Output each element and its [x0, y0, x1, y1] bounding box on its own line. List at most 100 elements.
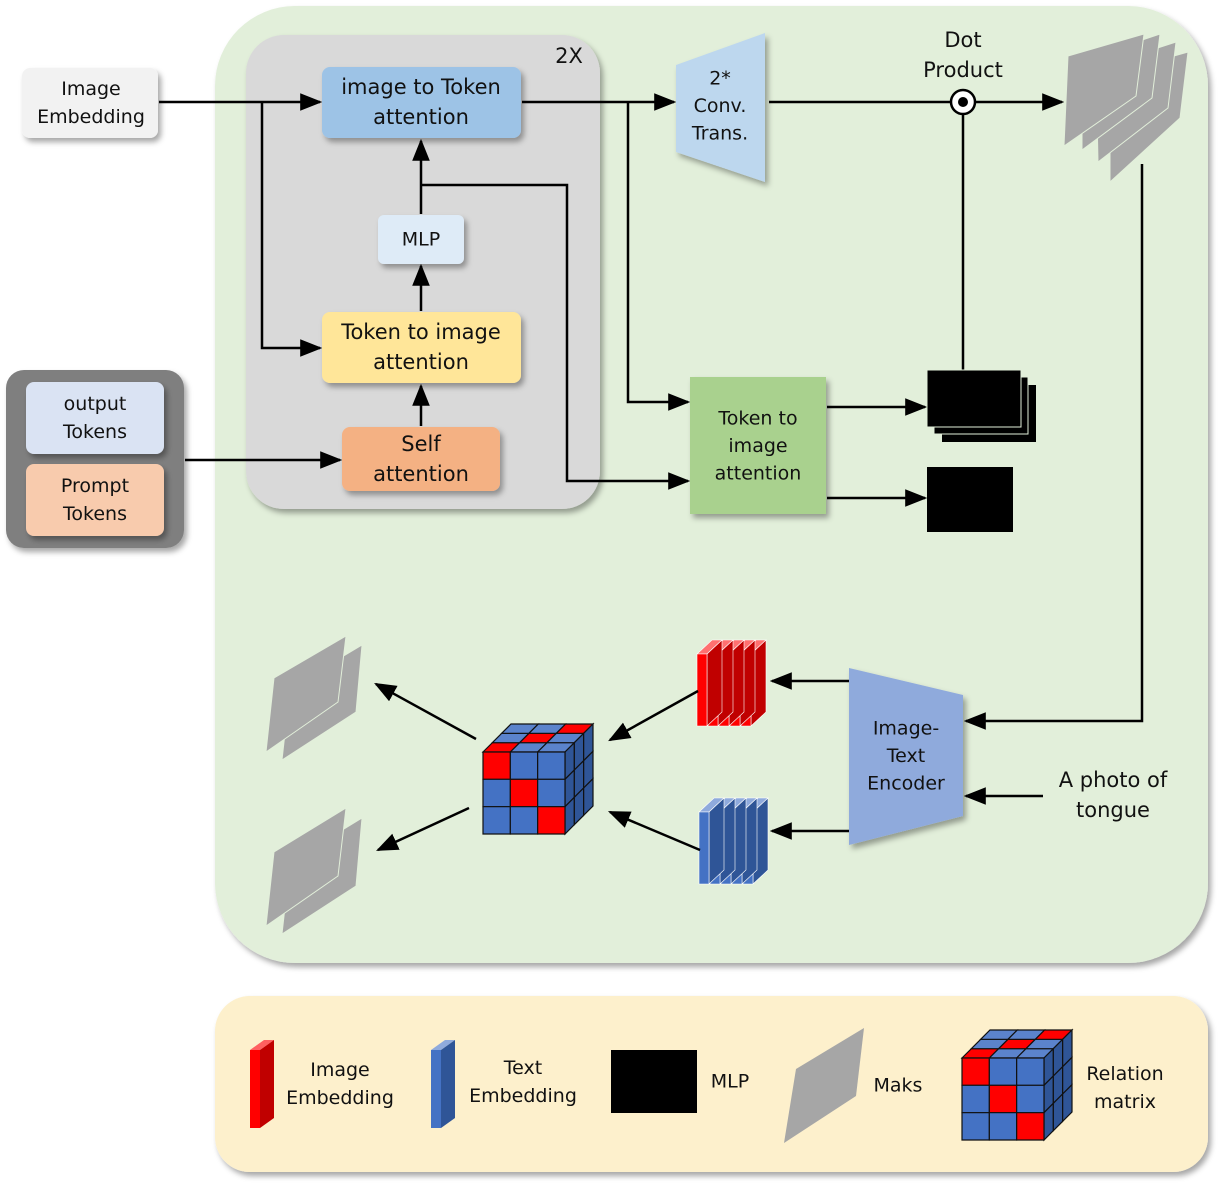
- cube-front-cell: [1016, 1112, 1045, 1141]
- cube-front-cell: [509, 778, 539, 808]
- slab-front: [698, 811, 710, 885]
- image-to-token-attention-block: [322, 67, 521, 138]
- slab-side: [708, 797, 725, 885]
- cube-front-cell: [482, 778, 511, 808]
- final-mask-top: [265, 635, 363, 761]
- legend-mlp-icon: [611, 1050, 697, 1113]
- text-line: output: [64, 393, 127, 415]
- text-line: Token to: [717, 407, 797, 429]
- text-line: Tokens: [62, 502, 127, 524]
- mlp-inner-label: MLP: [402, 229, 440, 251]
- text-line: Embedding: [469, 1084, 577, 1106]
- text-line: tongue: [1076, 798, 1150, 822]
- text-line: Token to image: [340, 320, 501, 344]
- text-line: Trans.: [691, 122, 748, 144]
- legend-mask-label: Maks: [874, 1075, 923, 1097]
- final-mask-bottom: [265, 807, 363, 935]
- arrow-i2t-to-outer-t2i: [626, 102, 691, 411]
- cube-front-cell: [509, 751, 539, 780]
- cube-front-cell: [988, 1057, 1018, 1086]
- self-attention-label: Self attention: [373, 432, 469, 486]
- arrow-cube-to-mask-bottom: [376, 806, 470, 852]
- repeat-label: 2X: [555, 44, 583, 68]
- mlp-output-stack: [926, 369, 1036, 442]
- image-to-token-attention-label: image to Token attention: [341, 75, 501, 129]
- text-line: Prompt: [61, 475, 129, 497]
- image-embedding-slabs: [696, 639, 767, 727]
- relation-matrix-cube: [481, 722, 595, 836]
- conv-trans-label: 2*Conv.Trans.: [691, 67, 748, 144]
- mlp-inner-block: [378, 215, 464, 264]
- legend-mask-icon: [784, 1028, 864, 1143]
- cube-front-cell: [961, 1057, 990, 1086]
- text-line: Product: [923, 58, 1003, 82]
- token-to-image-inner-label: Token to image attention: [340, 320, 501, 374]
- cube-side-cell: [1062, 1083, 1073, 1123]
- text-line: attention: [373, 105, 469, 129]
- text-line: Embedding: [286, 1086, 394, 1108]
- self-attention-block: [342, 427, 500, 491]
- text-line: Tokens: [62, 420, 127, 442]
- cube-front-cell: [961, 1112, 990, 1141]
- cube-front-cell: [1016, 1084, 1045, 1114]
- cube-front-cell: [988, 1112, 1018, 1141]
- cube-front-cell: [537, 751, 566, 780]
- text-line: Image: [310, 1059, 370, 1081]
- arrow-masks-to-encoder: [963, 164, 1144, 730]
- text-line: attention: [715, 462, 802, 484]
- legend-relation-matrix-label: Relation matrix: [1086, 1063, 1163, 1113]
- cube-front-cell: [482, 806, 511, 835]
- slab-front: [696, 653, 708, 727]
- arrow-image-embedding-to-t2i: [260, 102, 323, 357]
- arrow-cube-to-mask-top: [374, 682, 477, 741]
- legend-text-embedding-icon: [431, 1040, 455, 1128]
- mlp-output-single: [927, 467, 1013, 532]
- token-to-image-outer-block: [690, 377, 826, 514]
- slab-side: [706, 639, 723, 727]
- text-line: image to Token: [341, 75, 501, 99]
- text-line: Text: [503, 1057, 542, 1079]
- legend-relation-matrix-icon: [960, 1028, 1074, 1142]
- dot-product-center: [958, 97, 968, 107]
- cube-side-cell: [583, 777, 594, 817]
- cube-front-cell: [961, 1084, 990, 1114]
- image-text-encoder-block: [849, 668, 963, 845]
- cube-front-cell: [537, 806, 566, 835]
- cube-front-cell: [988, 1084, 1018, 1114]
- arrow-image-emb-to-cube: [608, 689, 699, 742]
- text-line: attention: [373, 462, 469, 486]
- arrow-text-emb-to-cube: [607, 810, 701, 852]
- legend-panel: [215, 996, 1208, 1172]
- image-embedding-box: [22, 68, 158, 138]
- text-line: Image: [61, 78, 121, 100]
- text-line: Image-: [873, 717, 939, 739]
- text-line: Embedding: [37, 105, 145, 127]
- cube-front-cell: [509, 806, 539, 835]
- text-line: Text: [886, 745, 925, 767]
- text-line: matrix: [1094, 1090, 1156, 1112]
- text-line: attention: [373, 350, 469, 374]
- cube-front-cell: [1016, 1057, 1045, 1086]
- text-line: Self: [401, 432, 441, 456]
- output-masks-stack: [1063, 33, 1189, 184]
- prompt-tokens-box: [26, 464, 164, 536]
- arrow-mlp-branch-to-outer-t2i: [421, 183, 691, 490]
- cube-front-cell: [537, 778, 566, 808]
- text-line: image: [728, 435, 787, 457]
- text-line: 2*: [709, 67, 731, 89]
- text-line: Encoder: [867, 772, 945, 794]
- cube-front-cell: [482, 751, 511, 780]
- text-line: Dot: [944, 28, 981, 52]
- legend-image-embedding-icon: [250, 1040, 274, 1128]
- conv-trans-block: [676, 33, 765, 182]
- text-line: Relation: [1086, 1063, 1163, 1085]
